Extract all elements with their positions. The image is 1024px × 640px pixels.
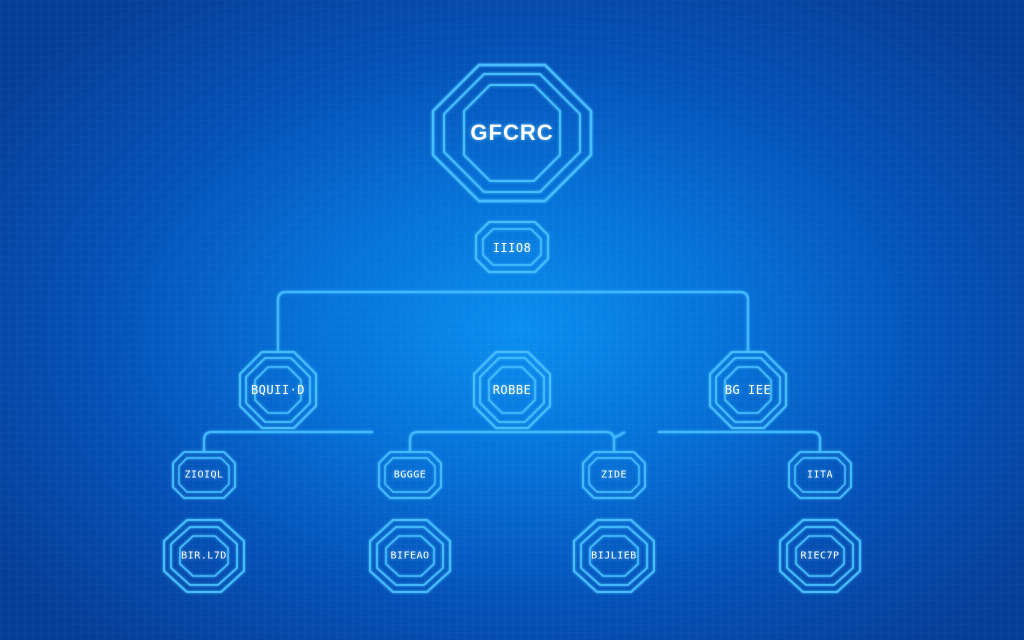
node-level3-label-1: ZIOIQL — [184, 469, 224, 481]
node-level3-label-2: BGGGE — [393, 469, 427, 481]
node-level2-shapes — [239, 351, 787, 429]
node-level4-label-3: BIJLIEB — [591, 550, 637, 562]
edge-bus-tick — [613, 431, 626, 439]
node-level4-label-1: BIR.L7D — [181, 550, 227, 562]
node-root-label: GFCRC — [470, 120, 554, 145]
edge-bus-left — [202, 430, 373, 452]
node-level1-label: IIIO8 — [492, 241, 532, 255]
node-level3-label-3: ZIDE — [600, 469, 628, 481]
node-level4-label-2: BIFEAO — [390, 550, 430, 562]
node-root-shape — [431, 63, 593, 203]
connectors — [202, 272, 822, 522]
node-level3-label-4: IITA — [806, 469, 834, 481]
node-level2-label-3: BG IEE — [724, 383, 772, 397]
edge-bus-center — [408, 430, 616, 452]
node-level4-label-4: RIEC7P — [800, 550, 840, 562]
node-level2-label-2: ROBBE — [492, 383, 532, 397]
edge-bus-right — [658, 430, 822, 452]
node-level3-shapes — [172, 451, 852, 499]
node-level4-shapes — [163, 519, 861, 593]
edge-level2-bus — [276, 290, 750, 352]
node-level2-label-1: BQUII·D — [250, 383, 306, 397]
node-level1-shape — [475, 221, 549, 273]
